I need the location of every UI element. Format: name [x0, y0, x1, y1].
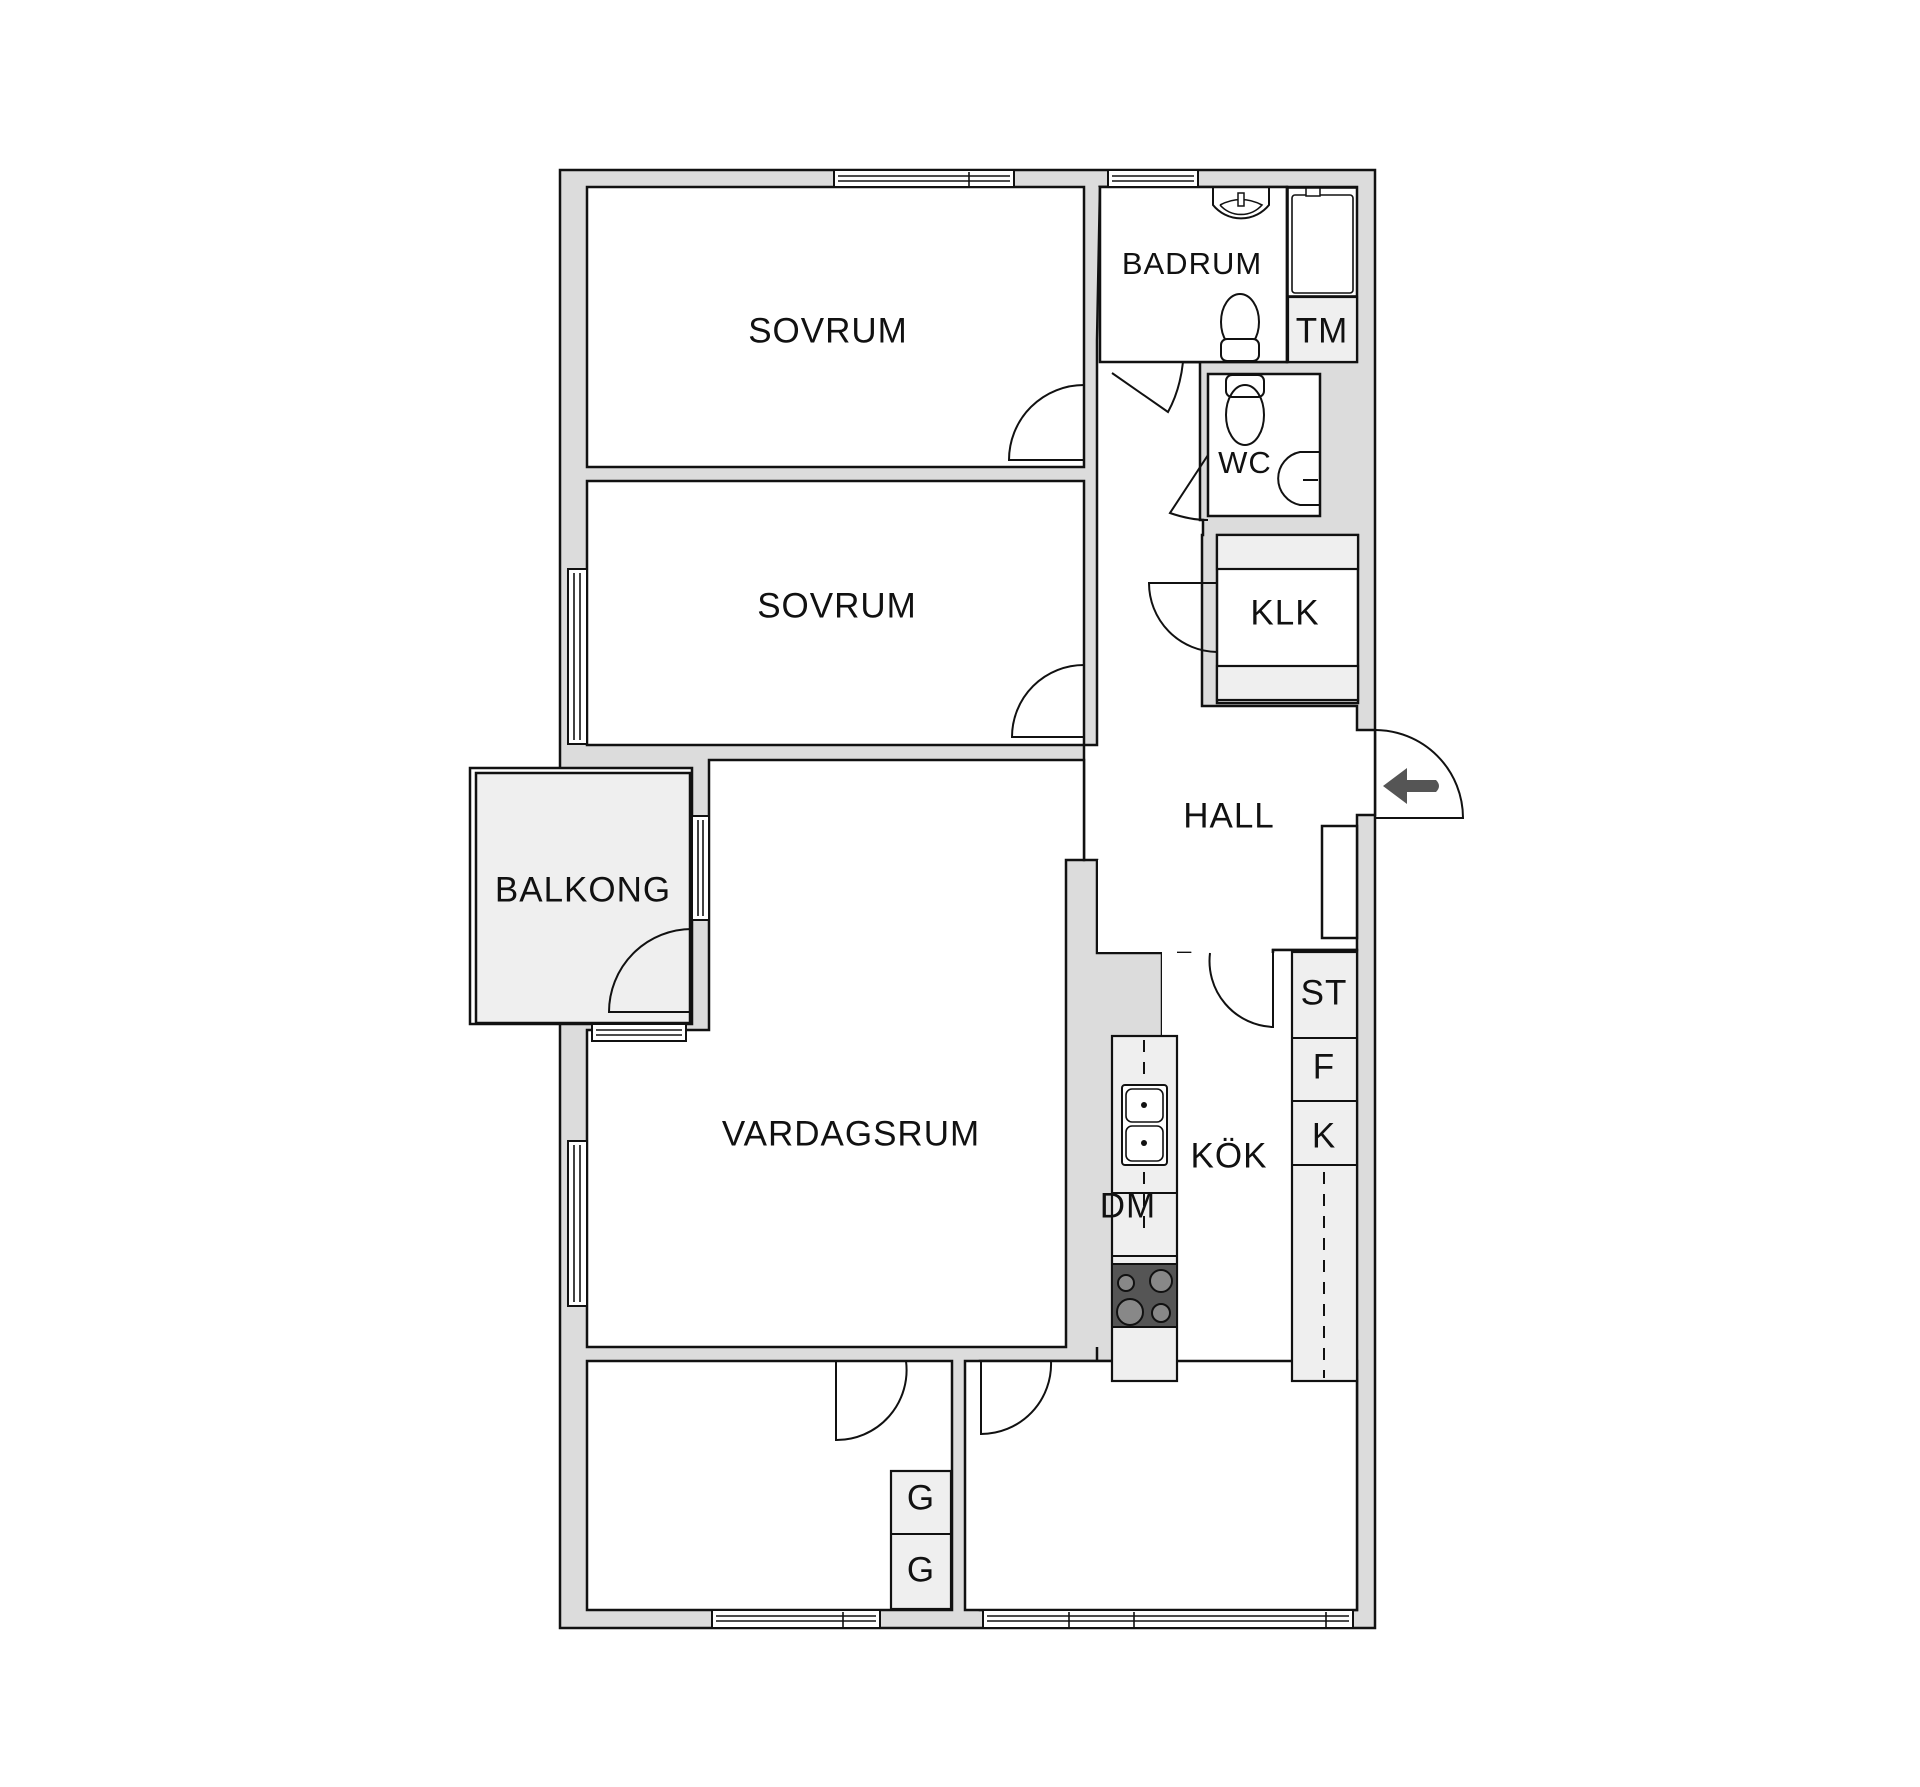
door-bottom-left [835, 1360, 908, 1442]
kok-fixtures [889, 950, 1359, 1611]
door-balkong [607, 928, 693, 1013]
label-wc: WC [1218, 445, 1272, 480]
room-wc[interactable] [1206, 372, 1322, 518]
door-bottom-right [980, 1360, 1053, 1436]
room-sovrum-1[interactable] [585, 185, 1086, 469]
label-klk: KLK [1250, 593, 1319, 632]
doors [607, 361, 1465, 1442]
balkong [468, 766, 694, 1026]
label-vardagsrum: VARDAGSRUM [722, 1114, 980, 1153]
toilet-icon [1220, 293, 1260, 362]
door-wc [1168, 454, 1209, 521]
door-sovrum-2 [1010, 664, 1085, 738]
wc-fixtures [1225, 374, 1320, 506]
room-bottom-right[interactable] [963, 1359, 1359, 1612]
toilet-icon [1225, 374, 1265, 446]
klk-shelves [1215, 533, 1360, 702]
badrum-fixtures [1212, 187, 1359, 364]
label-badrum: BADRUM [1122, 246, 1262, 281]
label-f: F [1313, 1047, 1335, 1086]
sink-icon [1277, 451, 1320, 506]
door-badrum [1111, 361, 1184, 414]
stove-icon [1111, 1263, 1178, 1328]
label-k: K [1312, 1116, 1336, 1155]
label-sovrum-2: SOVRUM [757, 586, 917, 625]
label-hall: HALL [1183, 796, 1275, 835]
label-dm: DM [1100, 1186, 1156, 1225]
label-st: ST [1301, 973, 1348, 1012]
label-balkong: BALKONG [495, 870, 671, 909]
kitchen-sink-icon [1121, 1084, 1168, 1166]
label-g2: G [907, 1550, 935, 1589]
label-tm: TM [1296, 311, 1349, 350]
windows [567, 169, 1354, 1629]
door-entrance [1374, 729, 1465, 819]
door-sovrum-1 [1007, 384, 1085, 461]
labels: SOVRUM SOVRUM BADRUM WC KLK HALL BALKONG… [495, 246, 1349, 1589]
door-klk [1147, 582, 1218, 653]
sink-icon [1212, 188, 1270, 220]
room-sovrum-2[interactable] [585, 479, 1086, 747]
door-kok [1208, 952, 1274, 1029]
label-sovrum-1: SOVRUM [748, 311, 908, 350]
label-kok: KÖK [1191, 1136, 1268, 1175]
label-g1: G [907, 1478, 935, 1517]
entrance-arrow-icon [1383, 768, 1439, 804]
